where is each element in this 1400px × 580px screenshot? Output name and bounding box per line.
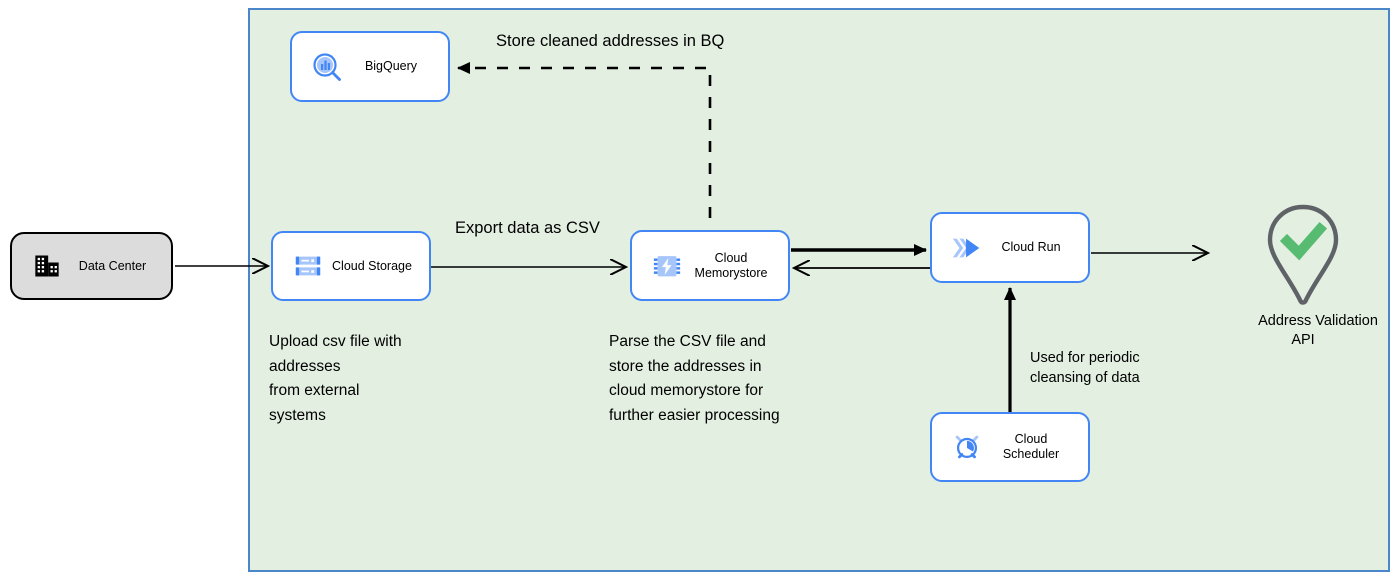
cloud-memorystore-chip-icon xyxy=(650,249,684,283)
node-label-bigquery: BigQuery xyxy=(364,59,418,73)
edge-label-store-cleaned-addresses: Store cleaned addresses in BQ xyxy=(496,32,725,50)
node-cloud-scheduler[interactable]: Cloud Scheduler xyxy=(930,412,1090,482)
node-label-cloud-storage: Cloud Storage xyxy=(332,258,412,273)
cloud-run-chevron-icon xyxy=(950,231,984,265)
cloud-scheduler-alarm-clock-icon xyxy=(950,430,984,464)
node-address-validation-api[interactable]: Address Validation API xyxy=(1218,203,1388,350)
bigquery-magnifier-icon xyxy=(310,50,344,84)
node-data-center[interactable]: Data Center xyxy=(10,232,173,300)
node-label-cloud-run: Cloud Run xyxy=(1001,240,1061,254)
node-label-cloud-memorystore: Cloud Memorystore xyxy=(694,250,768,280)
node-cloud-run[interactable]: Cloud Run xyxy=(930,212,1090,283)
edge-label-periodic-cleansing: Used for periodic cleansing of data xyxy=(1030,350,1140,386)
annotation-upload-csv-note: Upload csv file with addresses from exte… xyxy=(269,333,402,424)
annotation-parse-csv-note: Parse the CSV file and store the address… xyxy=(609,333,780,424)
node-label-cloud-scheduler: Cloud Scheduler xyxy=(1002,432,1060,461)
node-cloud-memorystore[interactable]: Cloud Memorystore xyxy=(630,230,790,301)
node-cloud-storage[interactable]: Cloud Storage xyxy=(271,231,431,301)
map-pin-check-icon xyxy=(1218,203,1388,312)
cloud-boundary-panel xyxy=(248,8,1390,572)
data-center-building-icon xyxy=(30,249,64,283)
node-label-data-center: Data Center xyxy=(78,258,147,273)
cloud-storage-icon xyxy=(291,249,325,283)
edge-label-export-data-as-csv: Export data as CSV xyxy=(455,219,600,237)
node-label-address-validation-api: Address Validation API xyxy=(1258,313,1378,348)
node-bigquery[interactable]: BigQuery xyxy=(290,31,450,102)
